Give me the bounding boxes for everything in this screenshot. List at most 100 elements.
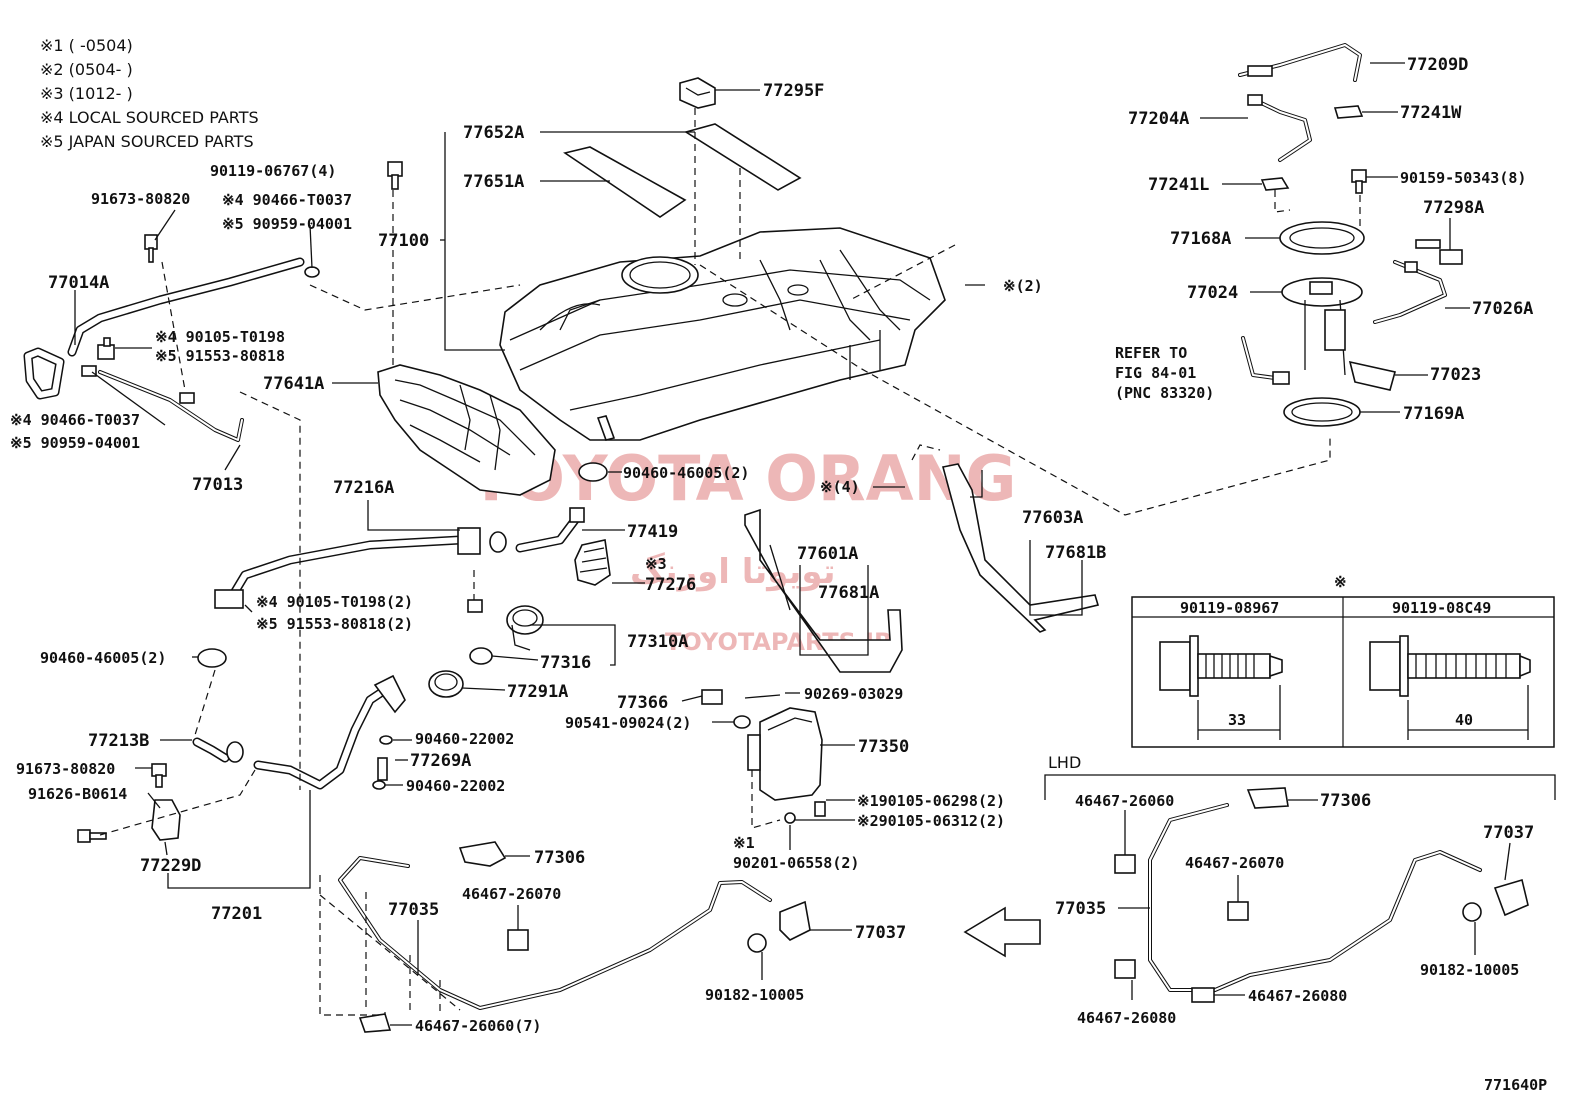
note-3: ※3 (1012- ) <box>40 84 133 103</box>
lhd-arrow <box>963 906 1041 958</box>
label-90460-22002-b: 90460-22002 <box>406 777 505 795</box>
label-lhd: LHD <box>1048 753 1081 772</box>
label-77023: 77023 <box>1430 365 1481 385</box>
label-90201-06558: 90201-06558(2) <box>733 854 859 872</box>
label-46467-26070-r: 46467-26070 <box>1185 854 1284 872</box>
label-77269A: 77269A <box>410 751 471 771</box>
label-91673-80820-top: 91673-80820 <box>91 190 190 208</box>
label-77366: 77366 <box>617 693 668 713</box>
label-77037-mid: 77037 <box>855 923 906 943</box>
label-77419: 77419 <box>627 522 678 542</box>
label-46467-26080-r: 46467-26080 <box>1248 987 1347 1005</box>
fuel-tank <box>499 227 946 441</box>
label-77216A: 77216A <box>333 478 394 498</box>
part-labels: 77295F 77652A 77651A 77100 90119-06767(4… <box>10 55 1547 1094</box>
label-bolt-2: ※(2) <box>1003 277 1043 295</box>
label-77316: 77316 <box>540 653 591 673</box>
label-77024: 77024 <box>1187 283 1238 303</box>
bolt-table: ※ 90119-08967 90119-08C49 33 <box>1131 573 1555 748</box>
label-77035-r: 77035 <box>1055 899 1106 919</box>
label-90269-03029: 90269-03029 <box>804 685 903 703</box>
label-77213B: 77213B <box>88 731 149 751</box>
label-90466-T0037-left: ※4 90466-T0037 <box>10 411 140 429</box>
label-77037-r: 77037 <box>1483 823 1534 843</box>
label-77681B: 77681B <box>1045 543 1106 563</box>
label-77276: 77276 <box>645 575 696 595</box>
label-46467-26060-r: 46467-26060 <box>1075 792 1174 810</box>
label-90460-22002-a: 90460-22002 <box>415 730 514 748</box>
bolt-header-2: 90119-08C49 <box>1392 599 1491 617</box>
label-46467-26060-7: 46467-26060(7) <box>415 1017 541 1035</box>
label-91553-80818-top: ※5 91553-80818 <box>155 347 285 365</box>
label-90460-46005-mid: 90460-46005(2) <box>623 464 749 482</box>
watermark-main: TOYOTA ORANG <box>470 442 1016 515</box>
bolt-40-drawing: 40 <box>1369 635 1531 740</box>
label-77013: 77013 <box>192 475 243 495</box>
watermark: TOYOTA ORANG تویوتا اورنگ TOYOTAPARTS.IR <box>470 442 1016 656</box>
label-90460-46005-left: 90460-46005(2) <box>40 649 166 667</box>
bolt-length-40: 40 <box>1455 711 1473 729</box>
heat-insulators <box>563 77 802 218</box>
label-77100: 77100 <box>378 231 429 251</box>
fuel-door <box>701 689 826 824</box>
fuel-pump-module <box>1238 43 1463 427</box>
label-90959-04001-top: ※5 90959-04001 <box>222 215 352 233</box>
label-77201: 77201 <box>211 904 262 924</box>
tank-straps <box>744 463 1100 673</box>
label-90182-10005-r: 90182-10005 <box>1420 961 1519 979</box>
vent-lines <box>23 161 403 442</box>
label-77168A: 77168A <box>1170 229 1231 249</box>
bolt-table-mark: ※ <box>1334 573 1347 591</box>
label-77209D: 77209D <box>1407 55 1468 75</box>
label-bolt-4: ※(4) <box>820 478 860 496</box>
label-90959-04001-left: ※5 90959-04001 <box>10 434 140 452</box>
label-90105-06298: ※190105-06298(2) <box>857 792 1005 810</box>
note-4: ※4 LOCAL SOURCED PARTS <box>40 108 259 127</box>
release-cable-rhd <box>338 841 811 1033</box>
label-90119-06767: 90119-06767(4) <box>210 162 336 180</box>
label-90541-09024: 90541-09024(2) <box>565 714 691 732</box>
note-5: ※5 JAPAN SOURCED PARTS <box>40 132 254 151</box>
label-90105-T0198-top: ※4 90105-T0198 <box>155 328 285 346</box>
note-2: ※2 (0504- ) <box>40 60 133 79</box>
bolt-header-1: 90119-08967 <box>1180 599 1279 617</box>
label-refer-1: REFER TO <box>1115 344 1187 362</box>
label-77229D: 77229D <box>140 856 201 876</box>
label-77310A: 77310A <box>627 632 688 652</box>
label-refer-3: (PNC 83320) <box>1115 384 1214 402</box>
label-77291A: 77291A <box>507 682 568 702</box>
bolt-length-33: 33 <box>1228 711 1246 729</box>
label-77014A: 77014A <box>48 273 109 293</box>
figure-id: 771640P <box>1484 1076 1547 1094</box>
label-77603A: 77603A <box>1022 508 1083 528</box>
label-77204A: 77204A <box>1128 109 1189 129</box>
label-90182-10005-mid: 90182-10005 <box>705 986 804 1004</box>
label-77641A: 77641A <box>263 374 324 394</box>
label-90105-T0198-mid: ※4 90105-T0198(2) <box>256 593 413 611</box>
label-77035-mid: 77035 <box>388 900 439 920</box>
label-46467-26070-mid: 46467-26070 <box>462 885 561 903</box>
release-cable-lhd <box>1114 787 1529 1003</box>
label-77350: 77350 <box>858 737 909 757</box>
label-91553-80818-mid: ※5 91553-80818(2) <box>256 615 413 633</box>
leader-lines <box>74 62 1556 1026</box>
label-77681A: 77681A <box>818 583 879 603</box>
label-91626-B0614: 91626-B0614 <box>28 785 127 803</box>
label-91673-80820-low: 91673-80820 <box>16 760 115 778</box>
filler-assembly <box>77 462 611 843</box>
label-90105-06312: ※290105-06312(2) <box>857 812 1005 830</box>
label-77306-r: 77306 <box>1320 791 1371 811</box>
label-refer-2: FIG 84-01 <box>1115 364 1196 382</box>
note-1: ※1 ( -0504) <box>40 36 133 55</box>
label-77026A: 77026A <box>1472 299 1533 319</box>
label-77295F: 77295F <box>763 81 824 101</box>
label-77651A: 77651A <box>463 172 524 192</box>
label-77276-note: ※3 <box>645 555 667 573</box>
label-77241W: 77241W <box>1400 103 1462 123</box>
label-90466-T0037-top: ※4 90466-T0037 <box>222 191 352 209</box>
dashed-leaders <box>99 108 1361 1016</box>
label-note-1: ※1 <box>733 834 755 852</box>
label-77652A: 77652A <box>463 123 524 143</box>
